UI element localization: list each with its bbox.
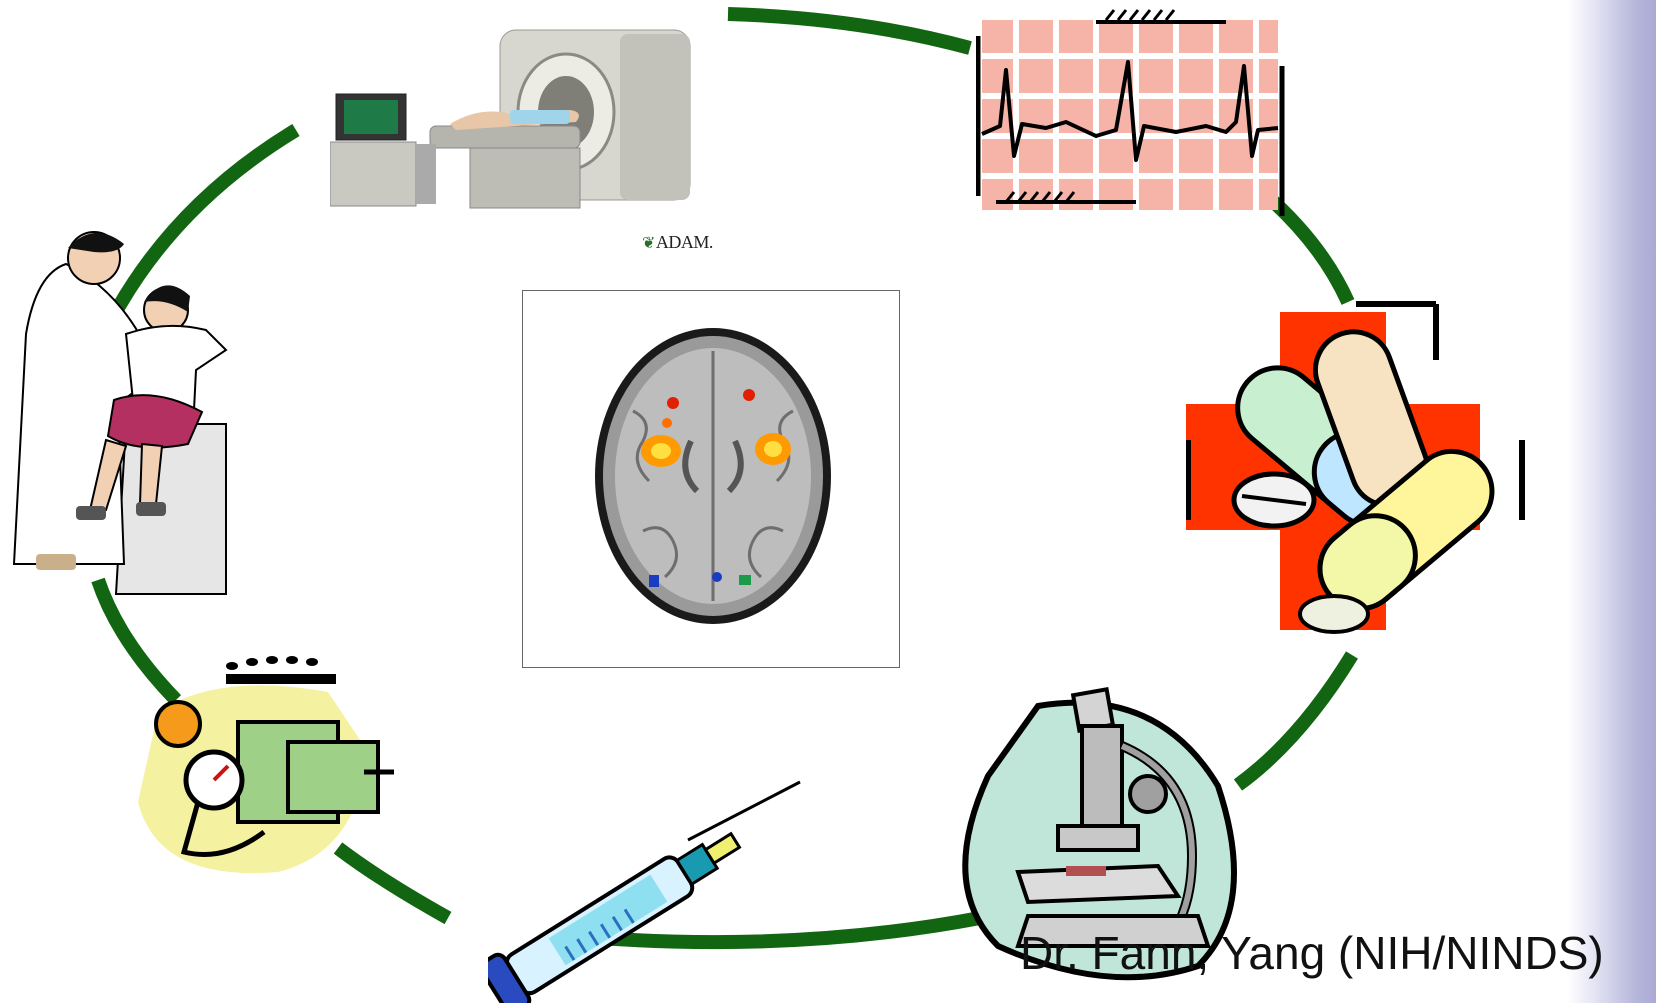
blood-pressure-icon xyxy=(128,652,400,878)
adam-logo: ❦ADAM. xyxy=(642,232,713,253)
ct-scanner-icon xyxy=(330,24,706,210)
medicine-pills-icon xyxy=(1186,300,1526,645)
doctor-patient-icon xyxy=(6,224,232,604)
syringe-icon xyxy=(488,780,808,1003)
author-credit: Dr. Fann, Yang (NIH/NINDS) xyxy=(1020,930,1604,976)
leaf-icon: ❦ xyxy=(642,235,655,252)
brain-fmri-scan-icon xyxy=(522,290,900,668)
adam-logo-text: ADAM. xyxy=(656,232,713,252)
ecg-chart-icon xyxy=(976,6,1288,221)
